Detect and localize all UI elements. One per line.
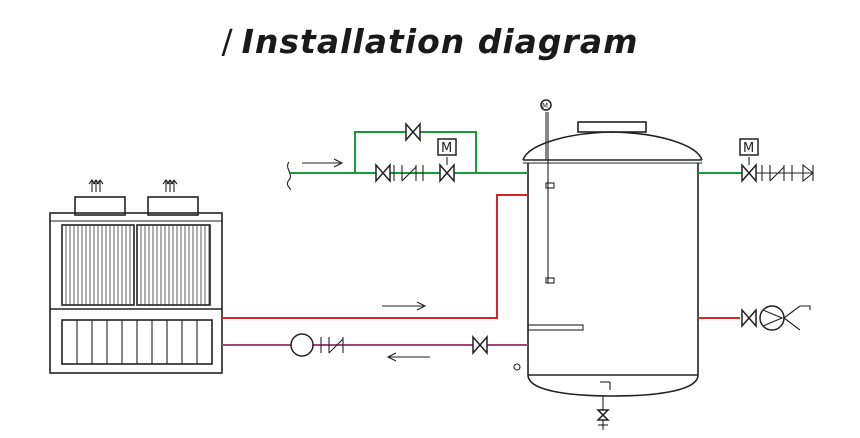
check-valve-icon — [320, 337, 344, 354]
pressure-gauge-icon — [540, 99, 552, 111]
unit-casing — [49, 212, 223, 374]
pump-icon — [759, 305, 785, 331]
pump-outlet-icon — [783, 305, 811, 331]
tank-dome — [522, 131, 703, 161]
pump-icon — [290, 333, 314, 357]
page-title: /Installation diagram — [0, 22, 860, 61]
gauge-label: M — [542, 102, 548, 110]
motorized-valve-icon: M — [739, 138, 759, 182]
title-text: Installation diagram — [241, 22, 639, 61]
flow-arrow-icon — [386, 352, 430, 362]
flow-arrow-icon — [302, 158, 344, 168]
motor-label-2: M — [743, 141, 754, 156]
storage-tank: M — [513, 99, 703, 430]
heat-up-icon — [162, 179, 178, 192]
check-valve-icon — [393, 165, 424, 182]
flow-arrow-icon — [382, 301, 427, 311]
fan-housing-right — [147, 196, 199, 216]
heat-pump-unit — [49, 179, 223, 374]
internal-coil — [527, 324, 584, 331]
hot-supply-line — [222, 194, 811, 331]
inlet-wave-icon — [286, 161, 291, 191]
heat-up-icon — [88, 179, 104, 192]
fan-housing-left — [74, 196, 126, 216]
cold-water-inlet: M — [286, 123, 528, 191]
return-line — [222, 333, 528, 362]
check-valve-icon — [761, 165, 793, 182]
gate-valve-icon — [741, 309, 757, 327]
tank-neck — [577, 121, 647, 133]
coil-panel-right — [136, 224, 211, 306]
title-slash: / — [221, 22, 234, 61]
hot-water-outlet: M — [698, 138, 814, 183]
bypass-gate-valve — [405, 123, 421, 141]
gate-valve-icon — [375, 164, 391, 182]
coil-panel-left — [61, 224, 135, 306]
drain-port-icon — [513, 363, 521, 371]
tank-bottom — [527, 374, 699, 397]
motor-label-1: M — [441, 141, 452, 156]
outlet-end-icon — [802, 163, 814, 183]
motorized-valve-icon: M — [437, 138, 457, 182]
drain-valve-icon — [596, 409, 610, 421]
gate-valve-icon — [472, 336, 488, 354]
